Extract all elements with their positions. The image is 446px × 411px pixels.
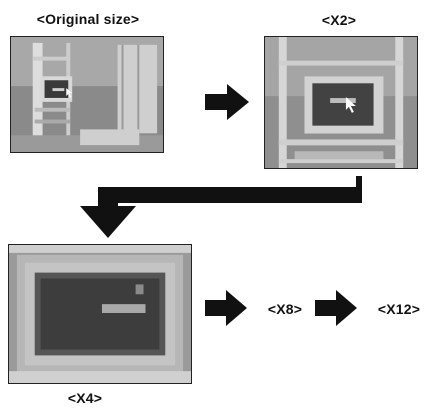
right-arrow-icon <box>205 290 247 326</box>
photo-x4 <box>8 244 192 384</box>
bent-down-left-arrow-icon <box>80 176 362 240</box>
label-x2: <X2> <box>321 12 357 28</box>
label-x8: <X8> <box>267 301 303 317</box>
label-x4: <X4> <box>67 390 103 406</box>
label-original-size: <Original size> <box>36 11 140 27</box>
right-arrow-icon <box>315 290 357 326</box>
photo-original-size <box>10 36 164 153</box>
right-arrow-icon <box>205 84 249 120</box>
label-x12: <X12> <box>377 301 421 317</box>
photo-x2 <box>264 36 418 169</box>
